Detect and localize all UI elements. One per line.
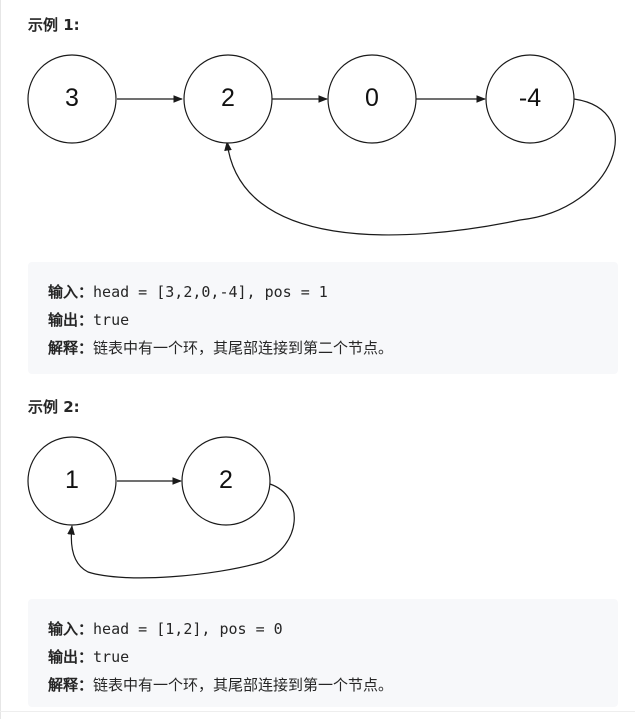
input-label: 输入： [48, 283, 94, 301]
example-2-heading: 示例 2: [28, 398, 80, 416]
example-1-code-block: 输入：head = [3,2,0,-4], pos = 1 输出：true 解释… [28, 262, 618, 374]
explanation-value: 链表中有一个环，其尾部连接到第一个节点。 [93, 676, 394, 694]
node-value: 0 [365, 84, 379, 112]
explanation-label: 解释： [48, 676, 94, 694]
list-node: 3 [27, 54, 117, 144]
input-line: 输入：head = [1,2], pos = 0 [48, 615, 598, 643]
example-1-heading: 示例 1: [28, 16, 80, 34]
node-value: -4 [519, 84, 541, 112]
list-node: -4 [485, 54, 575, 144]
explanation-value: 链表中有一个环，其尾部连接到第二个节点。 [93, 339, 394, 357]
node-value: 2 [221, 84, 235, 112]
node-circle [327, 54, 417, 144]
node-value: 1 [65, 466, 79, 494]
node-circle [27, 54, 117, 144]
explanation-label: 解释： [48, 339, 94, 357]
cycle-edge-node-2-to-node-1 [67, 483, 295, 579]
list-node: 0 [327, 54, 417, 144]
left-border [0, 0, 1, 719]
output-label: 输出： [48, 311, 94, 329]
node-value: 2 [219, 466, 233, 494]
output-value: true [93, 311, 130, 329]
node-circle [183, 54, 273, 144]
node-circle [27, 436, 117, 526]
input-value: head = [3,2,0,-4], pos = 1 [93, 283, 328, 301]
example-2-code-block: 输入：head = [1,2], pos = 0 输出：true 解释：链表中有… [28, 599, 618, 707]
example-2-linked-list-diagram: 1 2 [27, 436, 295, 579]
cycle-edge-node-neg4-to-node-2 [224, 98, 616, 236]
input-label: 输入： [48, 620, 94, 638]
node-value: 3 [65, 84, 79, 112]
list-node: 2 [183, 54, 273, 144]
node-circle [485, 54, 575, 144]
output-line: 输出：true [48, 643, 598, 671]
list-node: 1 [27, 436, 117, 526]
list-node: 2 [181, 436, 271, 526]
example-1-linked-list-diagram: 3 2 0 -4 [27, 54, 616, 236]
explanation-line: 解释：链表中有一个环，其尾部连接到第二个节点。 [48, 334, 598, 362]
input-line: 输入：head = [3,2,0,-4], pos = 1 [48, 278, 598, 306]
node-circle [181, 436, 271, 526]
output-line: 输出：true [48, 306, 598, 334]
explanation-line: 解释：链表中有一个环，其尾部连接到第一个节点。 [48, 671, 598, 699]
input-value: head = [1,2], pos = 0 [93, 620, 283, 638]
output-label: 输出： [48, 648, 94, 666]
output-value: true [93, 648, 130, 666]
bottom-divider [0, 711, 635, 712]
